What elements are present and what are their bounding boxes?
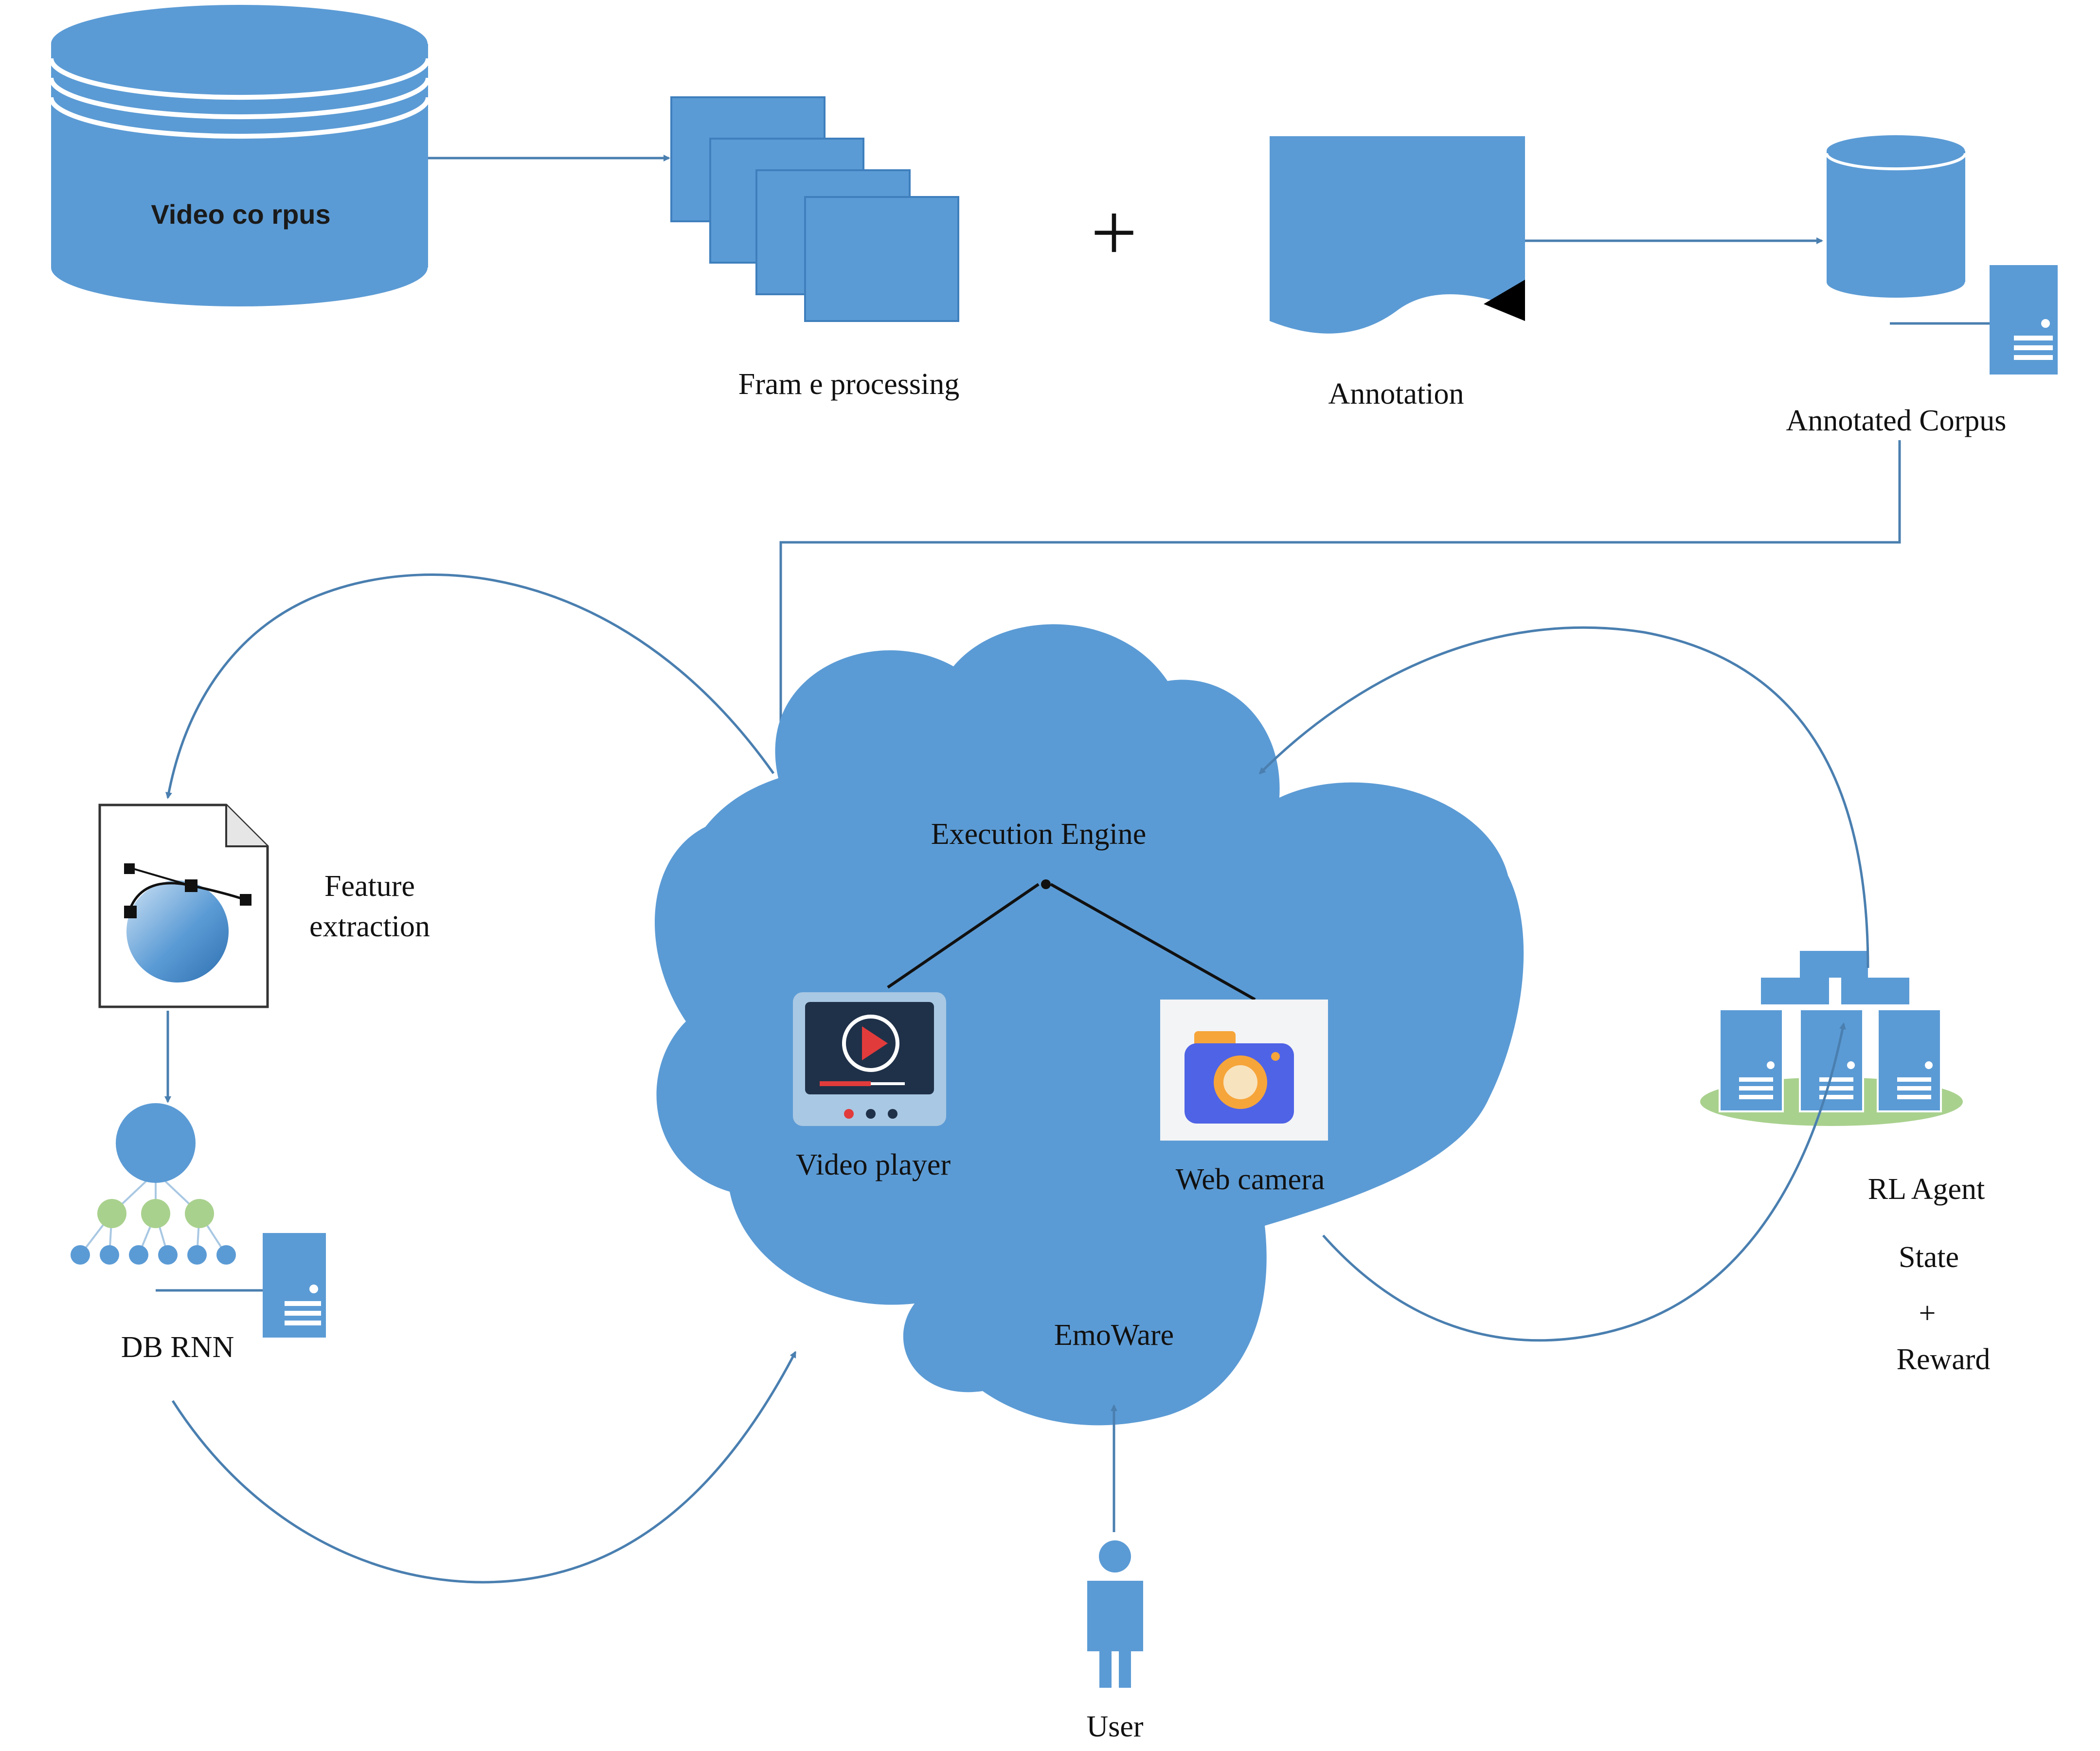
user-label: User <box>1086 1710 1143 1743</box>
db-rnn: DB RNN <box>71 1103 326 1364</box>
reward-label: Reward <box>1897 1343 1991 1376</box>
state-reward-plus: + <box>1919 1297 1936 1330</box>
database-cylinder-small-icon <box>1825 135 1967 298</box>
frame-processing: Fram e processing <box>670 96 960 401</box>
feature-extraction-label-1: Feature <box>324 870 415 903</box>
rnn-to-engine-arrow <box>171 1351 797 1584</box>
execution-cloud <box>654 624 1524 1426</box>
video-corpus-label: Video co rpus <box>151 199 330 230</box>
frame-processing-label: Fram e processing <box>738 368 960 401</box>
feature-extraction: Feature extraction <box>98 804 430 1008</box>
annotated-corpus: Annotated Corpus <box>1786 135 2058 437</box>
engine-to-feature-arrow <box>165 573 775 799</box>
stacked-frames-icon <box>670 96 959 322</box>
annotation-corner-mark <box>1484 280 1525 321</box>
camera-icon <box>1160 1000 1328 1141</box>
neural-tree-icon <box>71 1103 236 1265</box>
feature-extraction-label-2: extraction <box>309 910 430 943</box>
server-tower-icon <box>156 1233 326 1338</box>
emoware-label: EmoWare <box>1054 1319 1174 1352</box>
db-rnn-label: DB RNN <box>121 1331 234 1364</box>
plus-sign: + <box>1091 187 1137 278</box>
execution-engine-label: Execution Engine <box>931 818 1146 851</box>
document-wave-icon <box>1270 136 1525 334</box>
rl-agent-label: RL Agent <box>1868 1173 1985 1206</box>
database-cylinder-icon <box>49 5 431 306</box>
server-tower-icon <box>1890 265 2058 375</box>
state-label: State <box>1899 1241 1959 1274</box>
agent-to-engine-arrow <box>1258 626 1869 968</box>
video-player-icon <box>793 992 946 1126</box>
corpus-to-engine-connector <box>779 440 1901 773</box>
execution-engine-links <box>887 879 1256 1001</box>
video-corpus-database: Video co rpus <box>49 5 431 306</box>
annotated-corpus-label: Annotated Corpus <box>1786 404 2007 437</box>
annotation-label: Annotation <box>1328 377 1464 411</box>
bezier-document-icon <box>98 804 269 1008</box>
user-person-icon <box>1087 1540 1143 1688</box>
engine-to-agent-arrow <box>1322 1022 1846 1342</box>
web-camera-label: Web camera <box>1176 1163 1325 1196</box>
video-player-label: Video player <box>796 1148 951 1181</box>
server-cluster-icon <box>1700 951 1963 1126</box>
annotation: Annotation <box>1270 136 1525 411</box>
